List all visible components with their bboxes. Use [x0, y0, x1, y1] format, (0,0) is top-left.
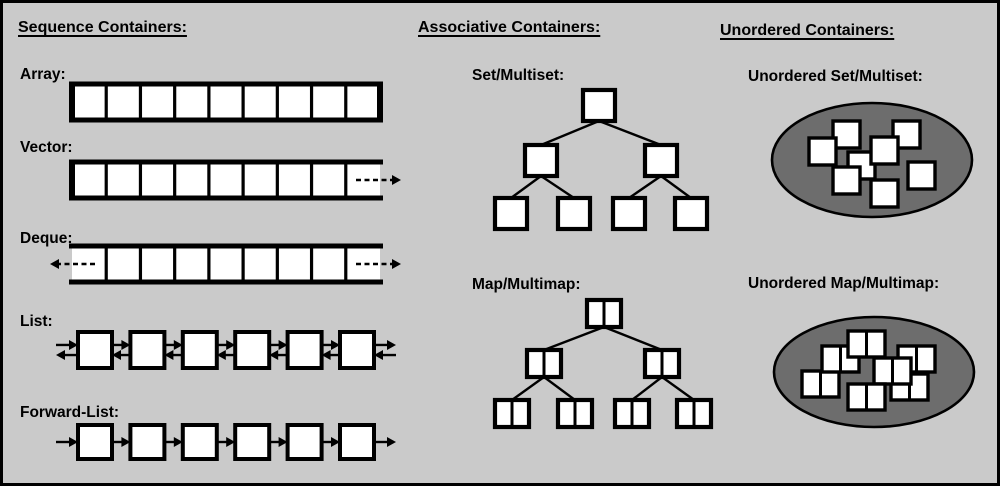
uset-scattered-node	[831, 165, 862, 196]
arrowhead-icon	[374, 350, 383, 361]
set-tree-node	[522, 142, 560, 179]
arrowhead-icon	[226, 339, 236, 350]
tree-edge	[543, 376, 576, 401]
set-tree-node	[492, 195, 530, 232]
arrowhead-icon	[331, 339, 340, 350]
arrowhead-icon	[392, 259, 401, 269]
arrowhead-icon	[50, 259, 59, 269]
set-tree-node	[672, 195, 710, 232]
arrowhead-icon	[331, 437, 340, 447]
label-unordered-set-multiset: Unordered Set/Multiset:	[748, 68, 923, 85]
arrowhead-icon	[56, 350, 65, 361]
diagram-forward-list	[56, 423, 396, 461]
forward-list-node	[233, 423, 272, 461]
label-unordered-map-multimap: Unordered Map/Multimap:	[748, 275, 940, 292]
diagram-umap-cloud	[772, 315, 976, 429]
label-list: List:	[20, 313, 53, 330]
forward-list-node	[76, 423, 114, 461]
list-node	[180, 330, 219, 370]
tree-edge	[598, 119, 662, 147]
uset-scattered-node	[869, 178, 900, 209]
heading-associative-containers: Associative Containers:	[418, 19, 601, 36]
label-deque: Deque:	[20, 230, 73, 247]
uset-scattered-node	[869, 135, 900, 166]
deque-cells-background	[72, 246, 380, 282]
diagram-array	[69, 81, 383, 123]
diagram-list	[56, 330, 396, 370]
label-map-multimap: Map/Multimap:	[472, 276, 581, 293]
label-forward-list: Forward-List:	[20, 404, 120, 421]
arrowhead-icon	[112, 350, 121, 361]
tree-edge	[628, 175, 662, 199]
forward-list-node	[180, 423, 219, 461]
arrowhead-icon	[173, 339, 183, 350]
diagram-vector	[69, 159, 401, 201]
tree-edge	[511, 376, 545, 401]
arrowhead-icon	[173, 437, 183, 447]
label-vector: Vector:	[20, 139, 73, 156]
diagram-uset-cloud	[770, 101, 974, 219]
tree-edge	[540, 119, 600, 147]
arrowhead-icon	[387, 437, 396, 447]
tree-edge	[631, 376, 663, 401]
arrowhead-icon	[121, 437, 131, 447]
arrowhead-icon	[278, 437, 288, 447]
arrowhead-icon	[69, 339, 78, 350]
tree-edge	[540, 175, 575, 199]
heading-sequence-containers: Sequence Containers:	[18, 19, 187, 36]
forward-list-node	[128, 423, 167, 461]
tree-edge	[603, 325, 663, 352]
tree-edge	[660, 175, 692, 199]
forward-list-node	[285, 423, 324, 461]
arrowhead-icon	[164, 350, 174, 361]
list-node	[285, 330, 324, 370]
arrowhead-icon	[392, 175, 401, 185]
arrowhead-icon	[216, 350, 226, 361]
diagram-deque	[50, 243, 401, 285]
diagram-map-tree	[492, 297, 714, 430]
diagram-graphics	[50, 81, 976, 461]
label-set-multiset: Set/Multiset:	[472, 67, 565, 84]
arrowhead-icon	[269, 350, 279, 361]
diagram-set-tree	[492, 87, 710, 232]
set-tree-node	[610, 195, 648, 232]
arrowhead-icon	[387, 339, 396, 350]
tree-edge	[661, 376, 695, 401]
forward-list-node	[338, 423, 376, 461]
label-array: Array:	[20, 66, 66, 83]
arrowhead-icon	[69, 437, 78, 447]
arrowhead-icon	[121, 339, 131, 350]
list-node	[233, 330, 272, 370]
set-tree-node	[642, 142, 680, 179]
list-node	[338, 330, 376, 370]
set-tree-node	[580, 87, 618, 124]
tree-edge	[543, 325, 605, 352]
arrowhead-icon	[321, 350, 331, 361]
heading-unordered-containers: Unordered Containers:	[720, 22, 895, 39]
uset-scattered-node	[906, 160, 937, 191]
list-node	[76, 330, 114, 370]
array-cells-background	[72, 84, 380, 120]
set-tree-node	[555, 195, 593, 232]
tree-edge	[510, 175, 542, 199]
vector-cells-background	[72, 162, 380, 198]
list-node	[128, 330, 167, 370]
arrowhead-icon	[226, 437, 236, 447]
arrowhead-icon	[278, 339, 288, 350]
uset-scattered-node	[807, 136, 838, 167]
